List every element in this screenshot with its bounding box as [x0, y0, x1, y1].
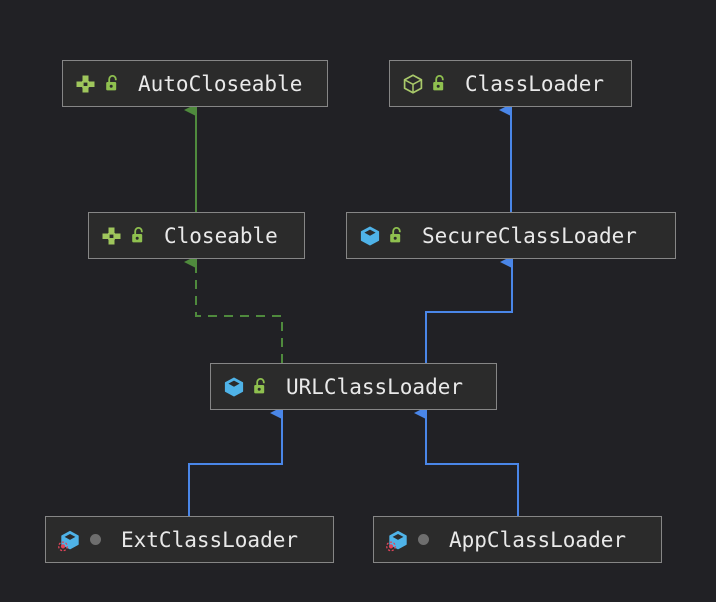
interface-icon	[101, 225, 123, 247]
package-private-dot	[417, 534, 429, 545]
node-icons	[75, 73, 122, 95]
node-icons	[386, 529, 433, 551]
inner-class-badge	[386, 540, 396, 551]
package-private-dot-icon	[85, 529, 105, 551]
class-cube-icon	[359, 225, 381, 247]
unlocked-padlock-icon	[250, 376, 270, 398]
node-urlclassloader[interactable]: URLClassLoader	[210, 363, 497, 410]
unlocked-padlock-icon	[429, 73, 449, 95]
unlocked-padlock-icon	[102, 73, 122, 95]
node-autocloseable[interactable]: AutoCloseable	[62, 60, 328, 107]
node-label: SecureClassLoader	[422, 223, 637, 248]
unlocked-padlock-icon	[128, 225, 148, 247]
inner-class-badge	[58, 540, 68, 551]
node-appclassloader[interactable]: AppClassLoader	[373, 516, 662, 563]
abstract-class-cube-icon	[402, 73, 424, 95]
class-cube-icon	[386, 529, 408, 551]
node-icons	[223, 376, 270, 398]
node-closeable[interactable]: Closeable	[88, 212, 305, 259]
node-icons	[359, 225, 406, 247]
edge-appclassloader-extends-urlclassloader	[414, 406, 519, 516]
edge-urlclassloader-implements-closeable	[184, 255, 283, 363]
package-private-dot	[89, 534, 101, 545]
edge-urlclassloader-extends-secureclassloader	[425, 255, 513, 363]
package-private-dot-icon	[413, 529, 433, 551]
class-cube-icon	[223, 376, 245, 398]
node-icons	[402, 73, 449, 95]
node-label: AutoCloseable	[138, 71, 303, 96]
node-extclassloader[interactable]: ExtClassLoader	[45, 516, 334, 563]
node-icons	[58, 529, 105, 551]
node-label: URLClassLoader	[286, 374, 464, 399]
edge-extclassloader-extends-urlclassloader	[188, 406, 283, 516]
node-classloader[interactable]: ClassLoader	[389, 60, 632, 107]
unlocked-padlock-icon	[386, 225, 406, 247]
node-label: ClassLoader	[465, 71, 605, 96]
node-label: ExtClassLoader	[121, 527, 299, 552]
class-cube-icon	[58, 529, 80, 551]
node-label: Closeable	[164, 223, 278, 248]
node-icons	[101, 225, 148, 247]
node-secureclassloader[interactable]: SecureClassLoader	[346, 212, 676, 259]
node-label: AppClassLoader	[449, 527, 627, 552]
interface-icon	[75, 73, 97, 95]
